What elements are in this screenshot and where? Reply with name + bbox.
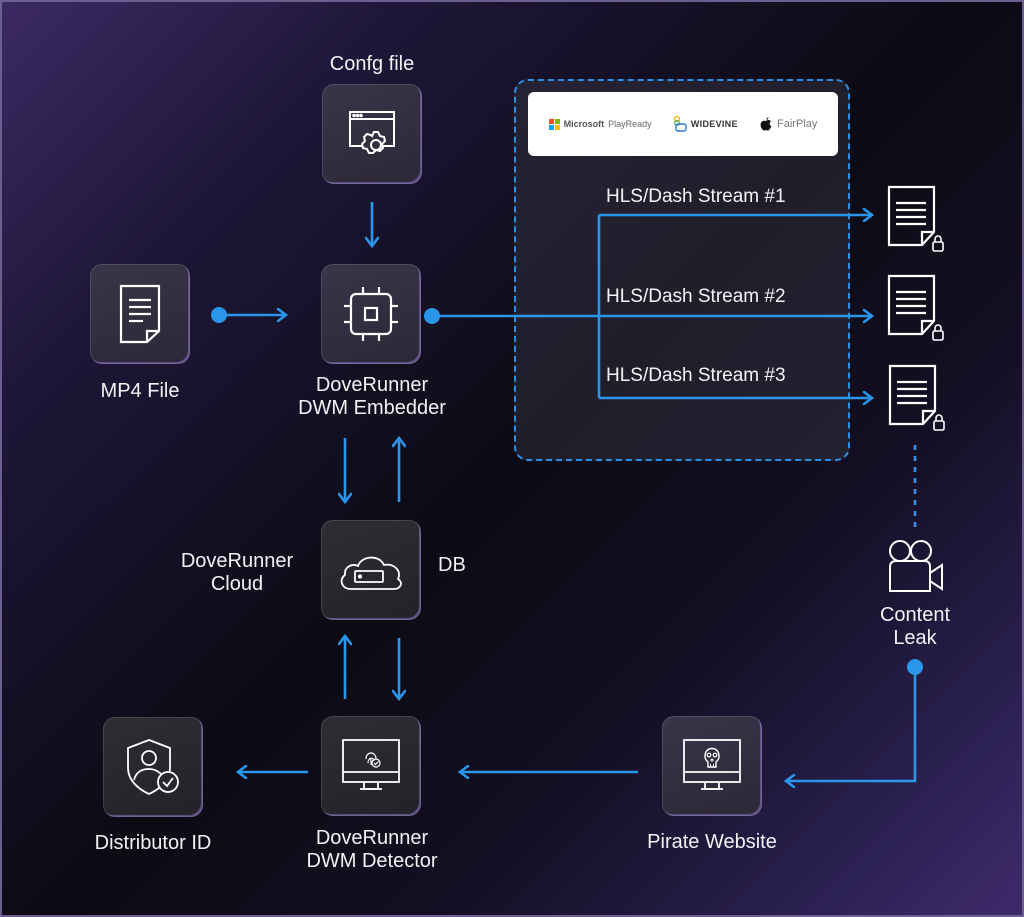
mp4-file-label: MP4 File: [100, 380, 180, 402]
config-file-label: Confg file: [329, 53, 415, 75]
stream-2-output[interactable]: [886, 274, 946, 349]
dwm-embedder-node[interactable]: [321, 264, 421, 364]
dwm-detector-label: DoveRunner DWM Detector: [306, 827, 438, 872]
stream-1-output[interactable]: [886, 185, 946, 260]
fairplay-logo: FairPlay: [759, 116, 817, 132]
chip-icon: [344, 287, 398, 341]
dwm-detector-node[interactable]: [321, 716, 421, 816]
config-file-node[interactable]: [322, 84, 422, 184]
widevine-logo: WIDEVINE: [673, 116, 738, 132]
stream-3-label: HLS/Dash Stream #3: [606, 365, 786, 386]
config-window-gear-icon: [349, 111, 395, 154]
locked-document-icon: [887, 185, 944, 252]
stream-2-label: HLS/Dash Stream #2: [606, 286, 786, 307]
pirate-website-node[interactable]: [662, 716, 762, 816]
mp4-file-node[interactable]: [90, 264, 190, 364]
microsoft-logo-icon: [548, 118, 560, 130]
cloud-label: DoveRunner Cloud: [180, 550, 294, 595]
edge-leak-pirate: [786, 667, 917, 781]
monitor-fingerprint-icon: [342, 739, 400, 790]
apple-icon: [760, 117, 772, 131]
stream-1-label: HLS/Dash Stream #1: [606, 186, 786, 207]
dwm-embedder-label: DoveRunner DWM Embedder: [298, 374, 446, 419]
widevine-icon: [673, 116, 687, 132]
pirate-website-label: Pirate Website: [647, 831, 777, 853]
shield-user-check-icon: [127, 739, 179, 795]
distributor-id-label: Distributor ID: [94, 832, 212, 854]
document-icon: [119, 284, 161, 344]
locked-document-icon: [887, 274, 944, 341]
stream-3-output[interactable]: [887, 364, 947, 439]
cloud-server-icon: [340, 556, 402, 590]
content-leak-node[interactable]: [886, 539, 946, 602]
content-leak-label: Content Leak: [879, 604, 951, 649]
monitor-skull-icon: [683, 739, 741, 790]
playready-logo: Microsoft PlayReady: [548, 118, 652, 130]
distributor-id-node[interactable]: [103, 717, 203, 817]
drm-providers-banner: Microsoft PlayReady WIDEVINE FairPlay: [528, 92, 838, 156]
locked-document-icon: [888, 364, 945, 431]
movie-camera-icon: [889, 540, 943, 592]
db-label: DB: [438, 554, 466, 576]
cloud-node[interactable]: [321, 520, 421, 620]
